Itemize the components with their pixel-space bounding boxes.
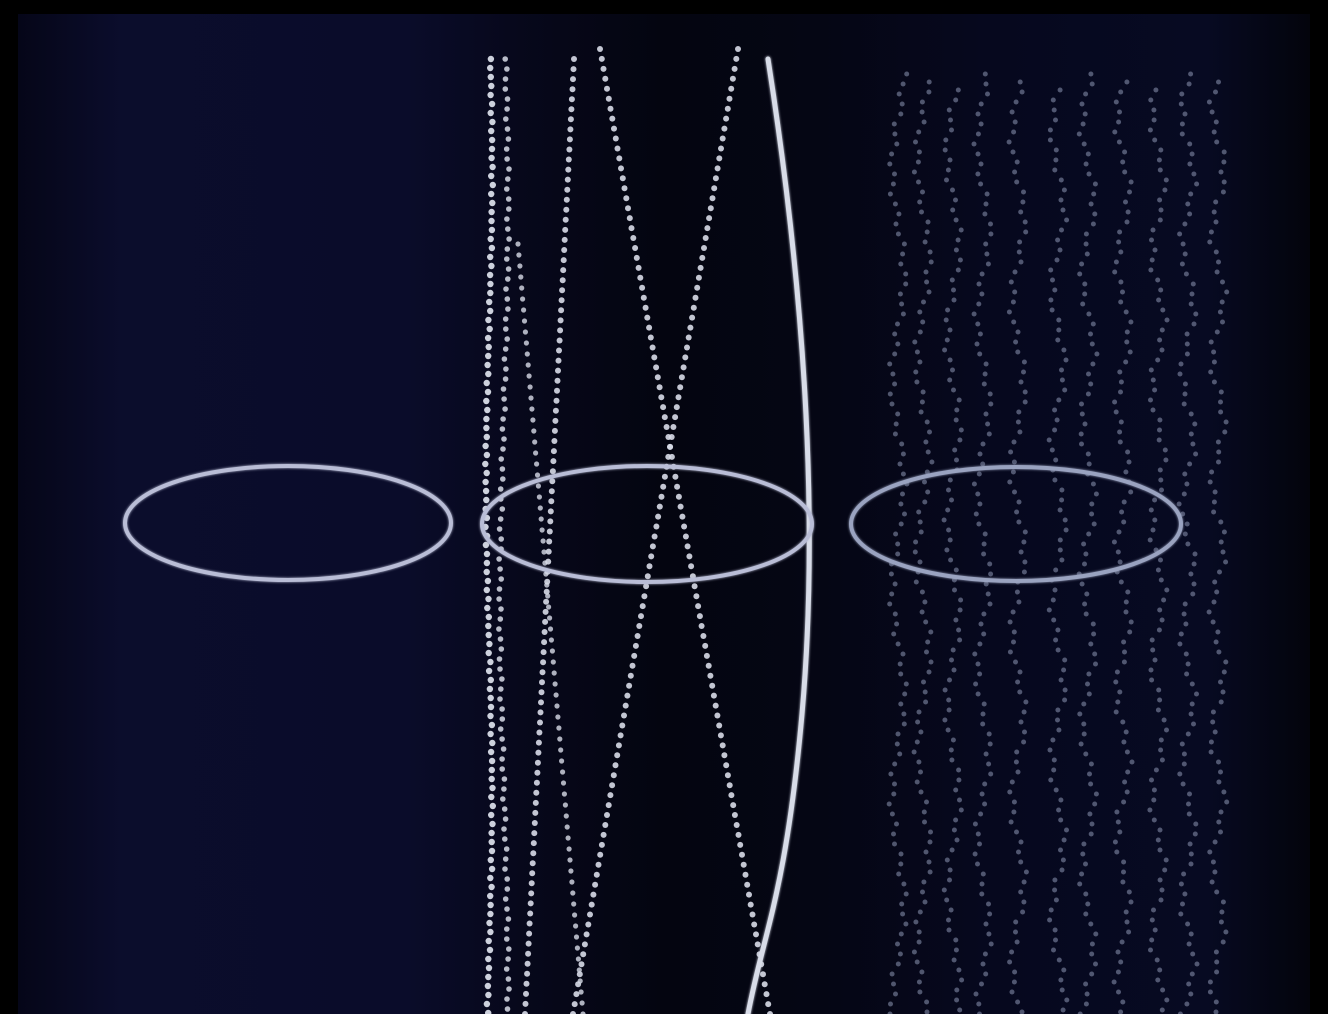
dotted-line bbox=[496, 56, 512, 1012]
dim-dotted-line bbox=[1077, 72, 1100, 1014]
dotted-crossing-lines bbox=[482, 46, 809, 1014]
dim-dotted-line bbox=[972, 72, 994, 1014]
dim-dotted-line bbox=[942, 88, 965, 1013]
center-ellipse bbox=[482, 466, 812, 582]
dotted-line bbox=[597, 46, 773, 1014]
dotted-line bbox=[515, 241, 585, 1014]
dim-dotted-line bbox=[1007, 80, 1029, 1014]
left-ellipse bbox=[125, 466, 451, 580]
ellipses bbox=[125, 466, 1181, 582]
solid-curved-line bbox=[748, 59, 809, 1014]
dim-dotted-lines bbox=[887, 72, 1229, 1014]
dim-dotted-line bbox=[1177, 72, 1200, 1014]
dim-dotted-line bbox=[1207, 80, 1230, 1014]
oscilloscope-scene bbox=[18, 14, 1310, 1014]
dim-dotted-line bbox=[887, 72, 910, 1014]
dim-dotted-line bbox=[912, 80, 935, 1014]
light-pattern-canvas bbox=[18, 14, 1310, 1014]
dim-dotted-line bbox=[1047, 88, 1070, 1013]
dim-dotted-line bbox=[1112, 80, 1135, 1014]
dotted-line bbox=[570, 46, 741, 1014]
